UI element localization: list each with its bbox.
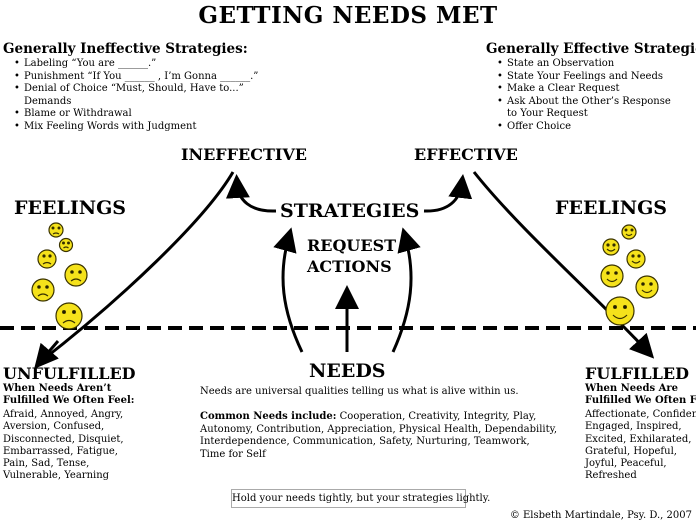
copyright: © Elsbeth Martindale, Psy. D., 2007: [509, 510, 692, 521]
effective-strategies-heading: Generally Effective Strategies:: [486, 41, 696, 57]
common-needs: Common Needs include: Cooperation, Creat…: [200, 411, 558, 461]
list-item: Punishment “If You ______ , I’m Gonna __…: [14, 71, 258, 84]
list-item-continuation: Demands: [24, 95, 72, 107]
ineffective-strategies-list: Labeling “You are ______.” Punishment “I…: [14, 58, 258, 134]
list-item: Blame or Withdrawal: [14, 108, 258, 121]
list-item: Joyful, Peaceful,: [585, 458, 667, 470]
common-needs-label: Common Needs include:: [200, 411, 337, 422]
list-item: Labeling “You are ______.”: [14, 58, 258, 71]
page-title: GETTING NEEDS MET: [198, 2, 498, 29]
needs-label: NEEDS: [309, 360, 386, 382]
list-item: Denial of Choice “Must, Should, Have to.…: [14, 83, 258, 96]
strategies-label: STRATEGIES: [280, 200, 420, 222]
happy-face-icon: [635, 275, 659, 299]
list-item: State Your Feelings and Needs: [497, 71, 671, 84]
list-item: Disconnected, Disquiet,: [3, 433, 124, 445]
sad-face-icon: [64, 263, 88, 287]
fulfilled-subheading-2: Fulfilled We Often Feel:: [585, 395, 696, 406]
list-item: Make a Clear Request: [497, 83, 671, 96]
list-item: State an Observation: [497, 58, 671, 71]
fulfilled-feelings-list: Affectionate, Confident, Engaged, Inspir…: [585, 409, 696, 483]
happy-face-icon: [600, 264, 624, 288]
list-item: Afraid, Annoyed, Angry,: [3, 409, 124, 420]
needs-description: Needs are universal qualities telling us…: [200, 386, 519, 397]
sad-face-icon: [48, 222, 64, 238]
unfulfilled-heading: UNFULFILLED: [3, 364, 136, 383]
to-effective-arrow: [423, 174, 473, 213]
unfulfilled-subheading-2: Fulfilled We Often Feel:: [3, 395, 135, 406]
motto-banner: Hold your needs tightly, but your strate…: [231, 489, 490, 508]
effective-label: EFFECTIVE: [414, 145, 518, 164]
happy-face-icon: [602, 238, 620, 256]
list-item: Pain, Sad, Tense,: [3, 458, 90, 470]
ineffective-strategies-heading: Generally Ineffective Strategies:: [3, 41, 248, 57]
list-item: Vulnerable, Yearning: [3, 470, 110, 482]
sad-face-icon: [58, 237, 74, 253]
to-ineffective-arrow: [225, 174, 277, 213]
list-item: Refreshed: [585, 470, 637, 482]
list-item: Grateful, Hopeful,: [585, 445, 677, 457]
needs-right-arrow: [391, 227, 421, 353]
fulfilled-heading: FULFILLED: [585, 364, 689, 383]
actions-label: ACTIONS: [307, 257, 392, 276]
unfulfilled-subheading-1: When Needs Aren’t: [3, 383, 112, 394]
list-item: Mix Feeling Words with Judgment: [14, 121, 258, 134]
list-item: Excited, Exhilarated,: [585, 433, 692, 445]
list-item-continuation: to Your Request: [507, 108, 588, 120]
happy-face-icon: [605, 296, 635, 326]
fulfilled-arrow: [472, 171, 655, 359]
list-item: Affectionate, Confident,: [585, 409, 696, 420]
happy-face-icon: [626, 249, 646, 269]
common-needs-line: Cooperation, Creativity, Integrity, Play…: [336, 411, 537, 422]
feelings-left-label: FEELINGS: [14, 197, 127, 219]
list-item: Engaged, Inspired,: [585, 421, 682, 433]
ineffective-line: [39, 171, 235, 364]
list-item: Offer Choice: [497, 121, 671, 134]
sad-face-icon: [55, 302, 83, 330]
fulfilled-subheading-1: When Needs Are: [585, 383, 678, 394]
needs-left-arrow: [273, 227, 304, 353]
list-item: Embarrassed, Fatigue,: [3, 445, 118, 457]
unfulfilled-arrow: [34, 340, 60, 369]
sad-face-icon: [37, 249, 57, 269]
list-item: Ask About the Other’s Response: [497, 96, 671, 109]
effective-strategies-list: State an Observation State Your Feelings…: [497, 58, 671, 134]
common-needs-line: Interdependence, Communication, Safety, …: [200, 436, 530, 447]
request-label: REQUEST: [307, 236, 397, 255]
happy-face-icon: [621, 224, 637, 240]
feelings-right-label: FEELINGS: [555, 197, 668, 219]
list-item: Aversion, Confused,: [3, 421, 105, 433]
sad-face-icon: [31, 278, 55, 302]
common-needs-line: Autonomy, Contribution, Appreciation, Ph…: [200, 423, 558, 435]
ineffective-label: INEFFECTIVE: [181, 145, 307, 164]
unfulfilled-feelings-list: Afraid, Annoyed, Angry, Aversion, Confus…: [3, 409, 124, 483]
common-needs-line: Time for Self: [200, 448, 266, 460]
